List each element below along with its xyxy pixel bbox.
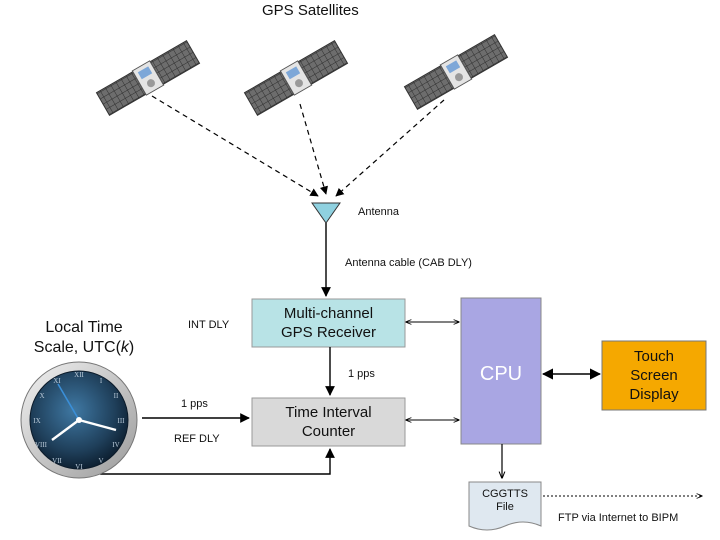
signal-lines	[151, 95, 445, 197]
svg-text:XII: XII	[74, 371, 84, 379]
svg-text:IV: IV	[112, 441, 119, 449]
svg-text:V: V	[98, 457, 103, 465]
satellite-icon	[95, 40, 201, 116]
svg-text:XI: XI	[53, 377, 61, 385]
svg-text:II: II	[114, 392, 119, 400]
diagram-title: GPS Satellites	[262, 2, 359, 19]
touch-screen-label: Touch Screen Display	[629, 348, 679, 403]
svg-text:III: III	[118, 417, 126, 425]
antenna-cable-label: Antenna cable (CAB DLY)	[345, 257, 472, 269]
pps-left-label: 1 pps	[181, 398, 208, 410]
cpu-label: CPU	[479, 362, 523, 385]
pps-mid-label: 1 pps	[348, 368, 375, 380]
gps-receiver-box	[251, 298, 406, 348]
time-interval-counter-box	[251, 397, 406, 447]
antenna-label: Antenna	[358, 206, 399, 218]
svg-text:I: I	[100, 377, 103, 385]
ref-dly-label: REF DLY	[174, 433, 220, 445]
clock-icon: XII I II III IV V VI VII VIII IX X XI	[20, 361, 138, 479]
cggtts-file-label: CGGTTS File	[482, 488, 528, 513]
svg-text:X: X	[39, 392, 44, 400]
svg-text:IX: IX	[33, 417, 40, 425]
gps-receiver-label: Multi-channel GPS Receiver	[280, 305, 377, 341]
satellite-icon	[243, 40, 349, 116]
local-time-scale-label: Local Time Scale, UTC(k)	[33, 319, 135, 356]
document-icon	[468, 481, 542, 531]
cpu-box	[460, 297, 542, 445]
satellite-icon	[403, 34, 509, 110]
touch-screen-box	[601, 340, 707, 411]
svg-text:VIII: VIII	[35, 441, 48, 449]
antenna-icon	[311, 202, 341, 224]
svg-text:VI: VI	[75, 463, 83, 471]
int-dly-label: INT DLY	[188, 319, 230, 331]
svg-text:VII: VII	[52, 457, 62, 465]
ftp-label: FTP via Internet to BIPM	[558, 512, 679, 524]
time-interval-counter-label: Time Interval Counter	[285, 404, 372, 440]
